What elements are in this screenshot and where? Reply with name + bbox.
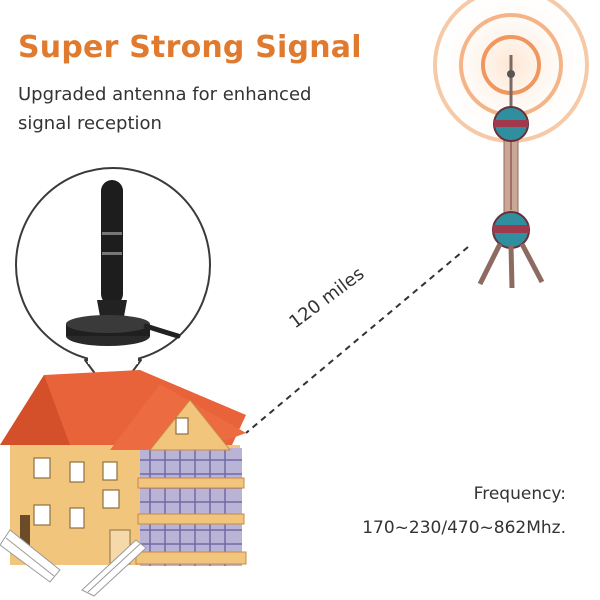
frequency-label: Frequency: — [473, 484, 566, 504]
antenna-icon — [15, 167, 211, 399]
house-icon — [0, 370, 247, 597]
page-title: Super Strong Signal — [18, 30, 362, 65]
distance-line — [245, 246, 469, 434]
tv-tower-icon — [477, 55, 545, 289]
frequency-value: 170~230/470~862Mhz. — [362, 518, 566, 538]
page-subtitle: Upgraded antenna for enhanced signal rec… — [18, 84, 312, 134]
